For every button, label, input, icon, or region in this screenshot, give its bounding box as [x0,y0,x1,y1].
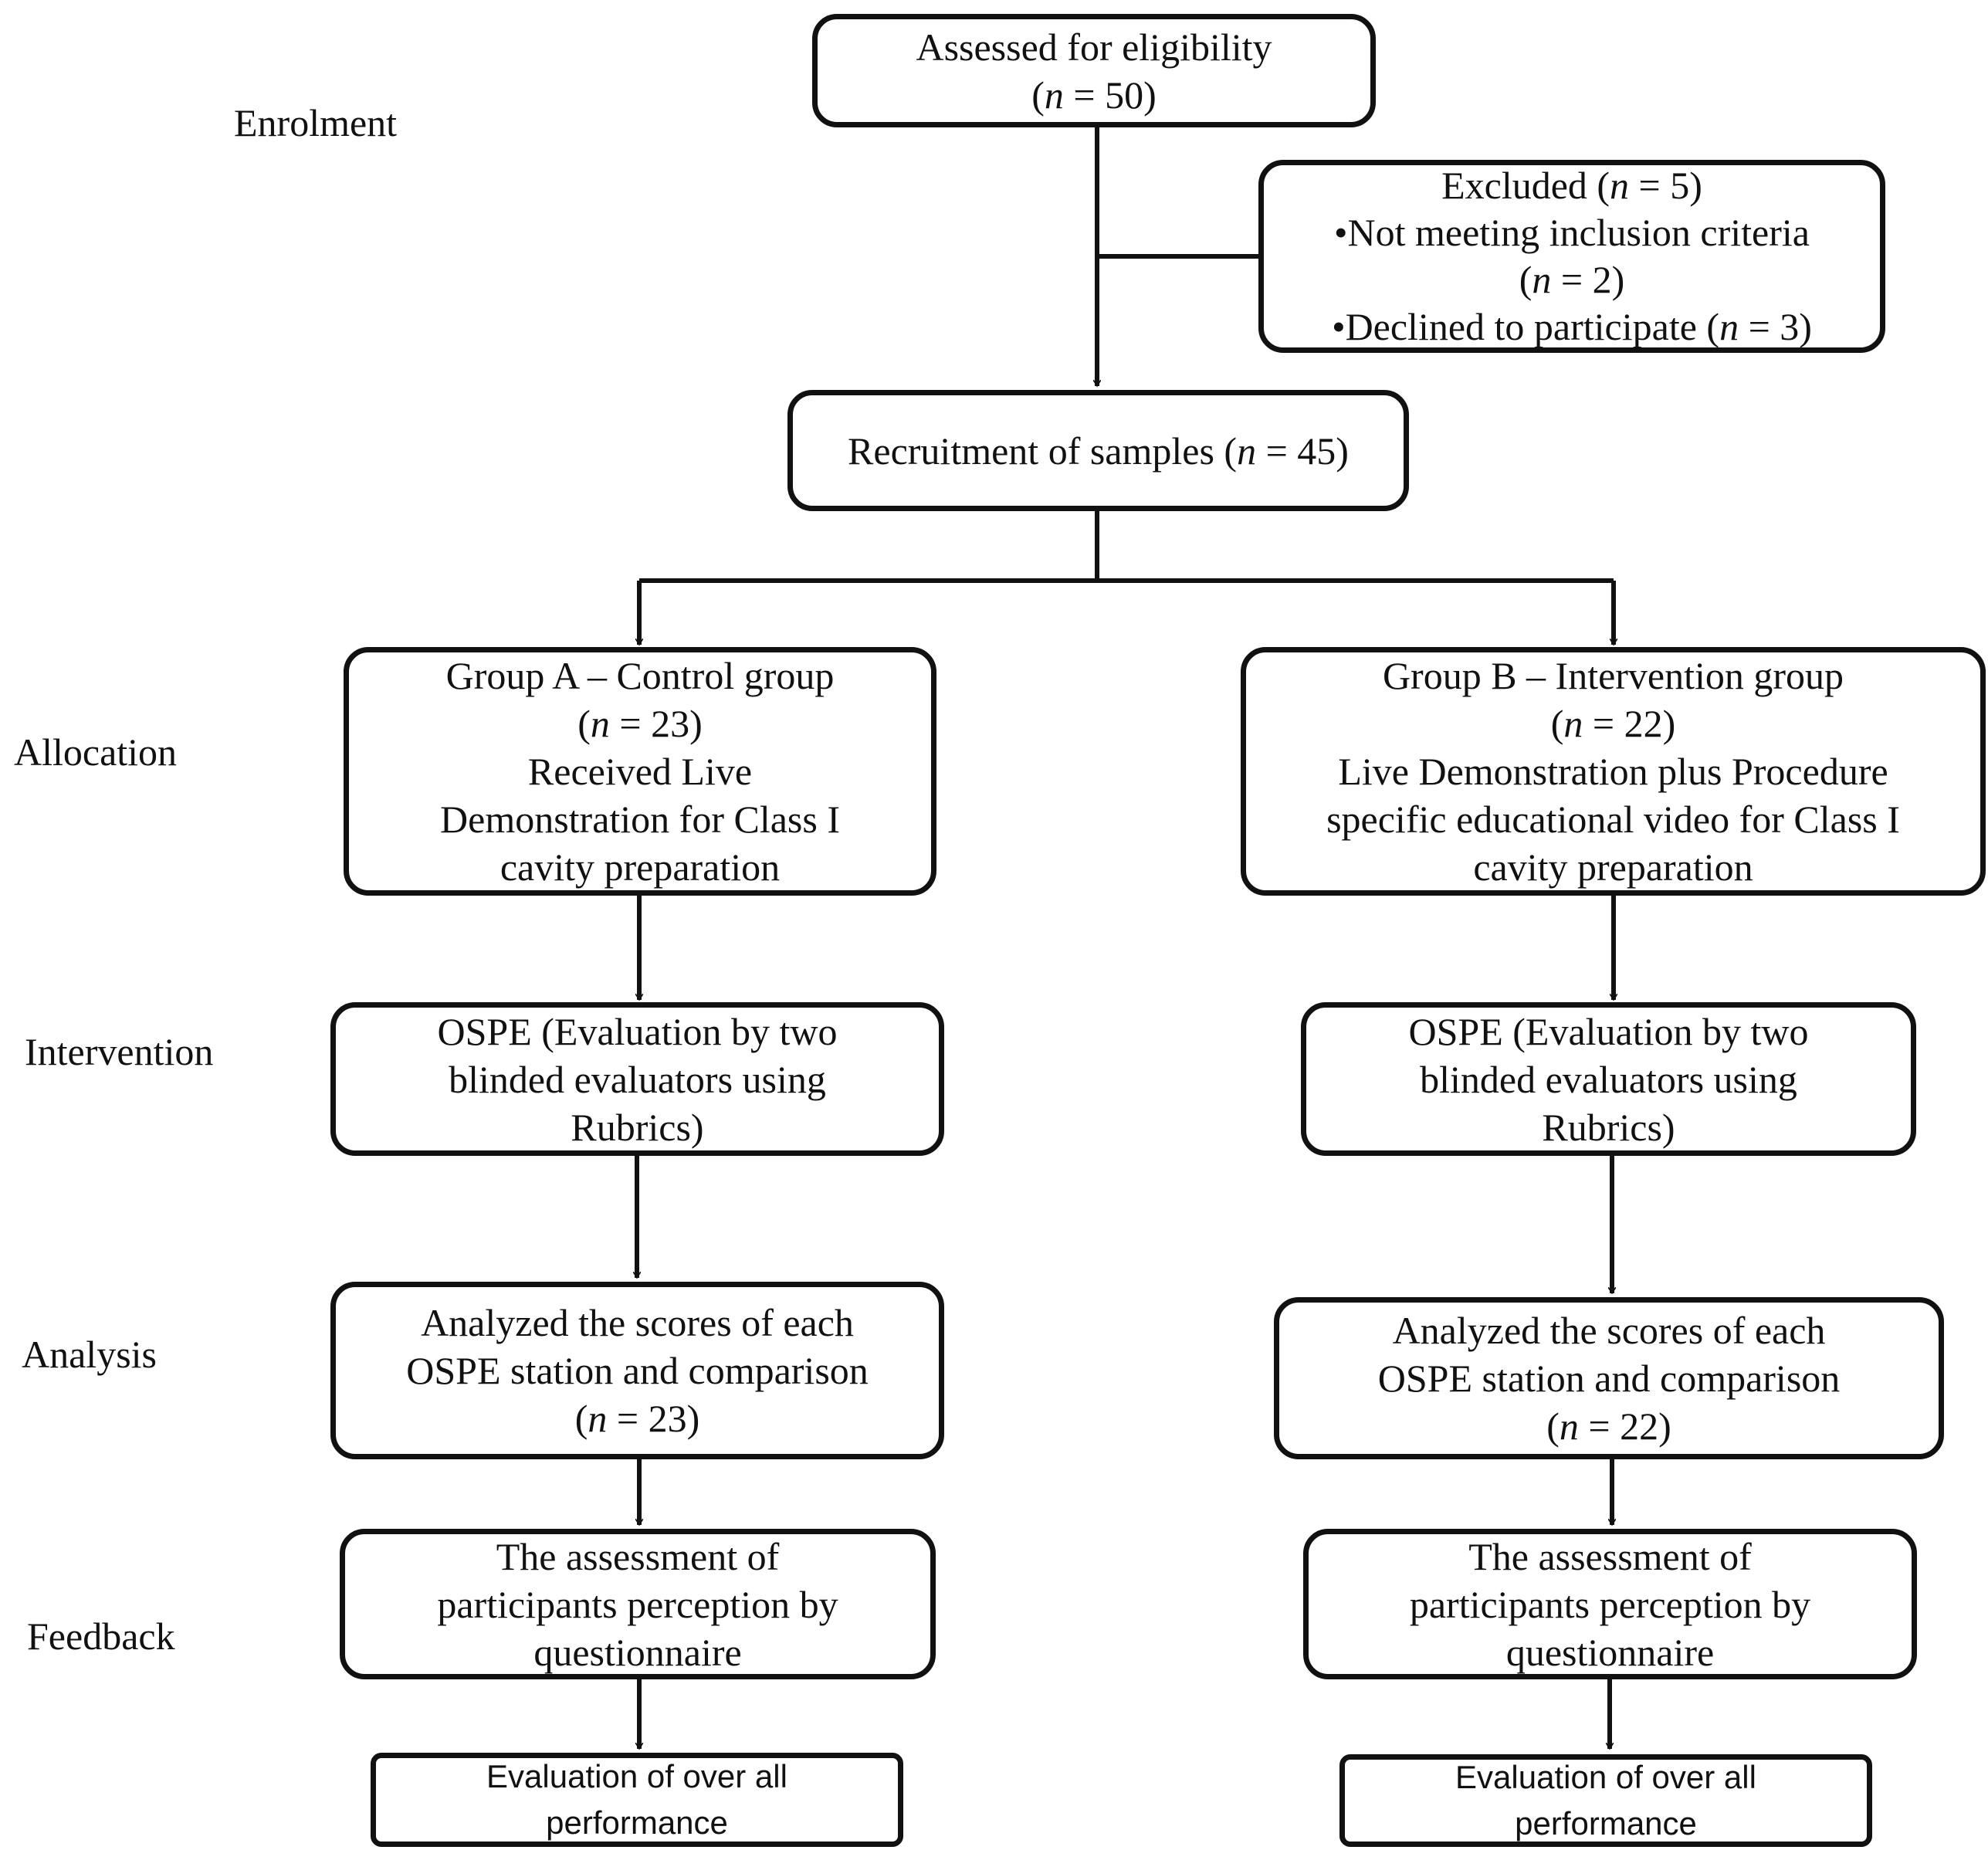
group-b-count: (n = 22) [1550,702,1676,745]
ospe-b-line2: blinded evaluators using [1420,1057,1797,1101]
excluded-item-inclusion-count: (n = 2) [1519,258,1625,301]
evaluation-b-line2: performance [1515,1805,1697,1842]
group-a-count: (n = 23) [577,702,703,745]
stage-label-enrolment: Enrolment [234,101,398,144]
analysis-a-box: Analyzed the scores of each OSPE station… [330,1282,944,1459]
evaluation-b-line1: Evaluation of over all [1455,1759,1756,1795]
feedback-b-line1: The assessment of [1468,1534,1752,1578]
analysis-a-line1: Analyzed the scores of each [421,1301,854,1344]
stage-label-allocation: Allocation [14,730,178,774]
ospe-a-line1: OSPE (Evaluation by two [437,1009,838,1053]
group-b-desc-line1: Live Demonstration plus Procedure [1338,750,1888,793]
group-a-desc-line1: Received Live [527,750,753,793]
group-a-desc-line2: Demonstration for Class I [440,798,840,841]
group-b-box: Group B – Intervention group (n = 22) Li… [1241,647,1986,896]
ospe-b-line3: Rubrics) [1542,1105,1675,1149]
group-a-desc-line3: cavity preparation [500,845,781,889]
stage-label-feedback: Feedback [27,1615,175,1658]
stage-label-analysis: Analysis [22,1333,157,1376]
evaluation-a-line2: performance [546,1804,728,1841]
analysis-a-count: (n = 23) [574,1397,700,1440]
excluded-title: Excluded (n = 5) [1441,164,1702,207]
group-b-desc-line3: cavity preparation [1473,845,1753,889]
ospe-b-line1: OSPE (Evaluation by two [1408,1009,1809,1053]
assessed-count: (n = 50) [1031,73,1157,117]
analysis-b-count: (n = 22) [1546,1404,1671,1448]
analysis-b-box: Analyzed the scores of each OSPE station… [1274,1297,1944,1459]
feedback-b-line2: participants perception by [1409,1582,1811,1626]
assessed-box: Assessed for eligibility (n = 50) [812,14,1376,127]
group-a-box: Group A – Control group (n = 23) Receive… [344,647,936,896]
assessed-label: Assessed for eligibility [916,25,1272,69]
ospe-b-box: OSPE (Evaluation by two blinded evaluato… [1301,1002,1916,1156]
evaluation-a-box: Evaluation of over all performance [371,1753,903,1847]
recruitment-label: Recruitment of samples (n = 45) [848,429,1349,473]
ospe-a-box: OSPE (Evaluation by two blinded evaluato… [330,1002,944,1156]
evaluation-b-box: Evaluation of over all performance [1339,1754,1872,1847]
feedback-a-box: The assessment of participants perceptio… [340,1529,936,1679]
stage-label-intervention: Intervention [25,1030,214,1073]
group-a-title: Group A – Control group [445,654,835,697]
excluded-item-declined: •Declined to participate (n = 3) [1332,305,1812,348]
excluded-item-inclusion: •Not meeting inclusion criteria [1334,211,1810,254]
group-b-desc-line2: specific educational video for Class I [1326,798,1900,841]
evaluation-a-line1: Evaluation of over all [486,1758,787,1794]
analysis-b-line1: Analyzed the scores of each [1392,1309,1826,1352]
analysis-b-line2: OSPE station and comparison [1377,1357,1841,1400]
excluded-box: Excluded (n = 5) •Not meeting inclusion … [1258,160,1885,353]
recruitment-box: Recruitment of samples (n = 45) [787,390,1409,511]
ospe-a-line2: blinded evaluators using [449,1057,826,1101]
feedback-a-line1: The assessment of [496,1534,780,1578]
feedback-b-line3: questionnaire [1505,1630,1715,1674]
group-b-title: Group B – Intervention group [1382,654,1844,697]
analysis-a-line2: OSPE station and comparison [406,1349,869,1392]
feedback-b-box: The assessment of participants perceptio… [1303,1529,1917,1679]
feedback-a-line2: participants perception by [437,1582,838,1626]
ospe-a-line3: Rubrics) [571,1105,704,1149]
feedback-a-line3: questionnaire [533,1630,742,1674]
